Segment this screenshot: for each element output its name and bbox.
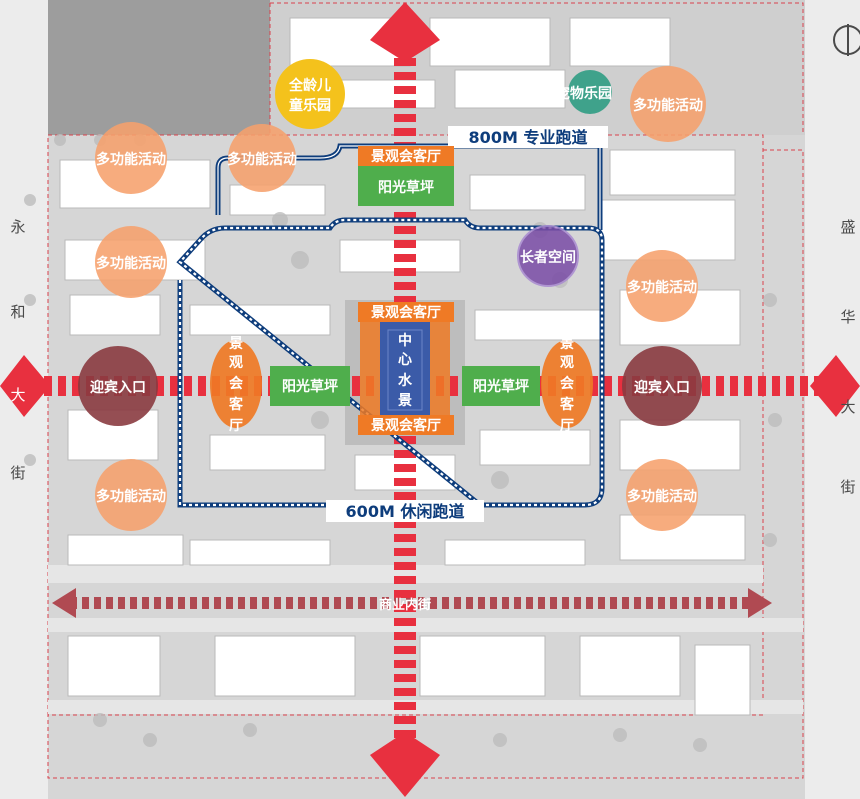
landscape-lounge-east-char-2: 观 bbox=[560, 355, 574, 371]
landscape-lounge-east-char-1: 景 bbox=[560, 336, 574, 352]
landscape-lounge-west-char-2: 观 bbox=[229, 355, 243, 371]
east-street-char-1: 盛 bbox=[840, 218, 855, 236]
central-water-char-2: 心 bbox=[398, 352, 412, 368]
east-street-char-3: 大 bbox=[840, 398, 855, 416]
multi-function-label-7: 多功能活动 bbox=[627, 488, 697, 505]
leisure-track-dots bbox=[178, 218, 604, 507]
elder-space-label: 长者空间 bbox=[520, 249, 576, 266]
welcome-entrance-east: 迎宾入口 bbox=[622, 346, 702, 426]
landscape-lounge-west: 景 观 会 客 厅 bbox=[210, 336, 262, 434]
multi-function-label-2: 多功能活动 bbox=[227, 151, 297, 168]
landscape-lounge-center-top-label: 景观会客厅 bbox=[371, 304, 441, 321]
landscape-lounge-north: 景观会客厅 bbox=[358, 146, 454, 166]
pro-track-label-bg bbox=[448, 126, 608, 148]
landscape-lounge-center-top: 景观会客厅 bbox=[358, 302, 454, 322]
pro-track-inner-line bbox=[217, 145, 601, 230]
welcome-entrance-east-label: 迎宾入口 bbox=[634, 379, 690, 396]
west-street-char-4: 街 bbox=[10, 464, 25, 482]
west-street-char-3: 大 bbox=[10, 386, 25, 404]
landscape-lounge-east-char-4: 客 bbox=[559, 396, 575, 413]
sunny-lawn-west-label: 阳光草坪 bbox=[282, 378, 338, 395]
landscape-lounge-north-label: 景观会客厅 bbox=[371, 148, 441, 165]
welcome-entrance-west-label: 迎宾入口 bbox=[90, 379, 146, 396]
multi-function-circle-4: 多功能活动 bbox=[95, 226, 167, 298]
sunny-lawn-east: 阳光草坪 bbox=[462, 366, 540, 406]
children-park: 全龄儿 童乐园 bbox=[275, 59, 345, 129]
landscape-lounge-west-char-4: 客 bbox=[228, 396, 244, 413]
landscape-lounge-center-bottom-label: 景观会客厅 bbox=[371, 417, 441, 434]
sunny-lawn-west: 阳光草坪 bbox=[270, 366, 350, 406]
landscape-lounge-west-char-5: 厅 bbox=[229, 418, 243, 434]
multi-function-circle-3: 多功能活动 bbox=[630, 66, 706, 142]
multi-function-circle-5: 多功能活动 bbox=[626, 250, 698, 322]
elder-space: 长者空间 bbox=[517, 225, 579, 287]
east-street-char-2: 华 bbox=[840, 308, 855, 326]
multi-function-label-4: 多功能活动 bbox=[96, 255, 166, 272]
multi-function-circle-7: 多功能活动 bbox=[626, 459, 698, 531]
children-park-label-2: 童乐园 bbox=[289, 97, 331, 114]
sunny-lawn-east-label: 阳光草坪 bbox=[473, 378, 529, 395]
landscape-lounge-east-char-3: 会 bbox=[560, 375, 575, 392]
central-water-feature bbox=[360, 320, 450, 418]
multi-function-circle-2: 多功能活动 bbox=[227, 124, 297, 192]
leisure-track-label: 600M 休闲跑道 bbox=[346, 502, 465, 521]
vacant-lot bbox=[48, 0, 270, 135]
west-street-char-1: 永 bbox=[10, 218, 25, 236]
landscape-lounge-east: 景 观 会 客 厅 bbox=[541, 336, 593, 434]
landscape-lounge-center-bottom: 景观会客厅 bbox=[358, 415, 454, 435]
landscape-lounge-west-char-3: 会 bbox=[229, 375, 244, 392]
landscape-lounge-west-char-1: 景 bbox=[229, 336, 243, 352]
pet-park-label: 宠物乐园 bbox=[556, 85, 612, 102]
central-water-char-3: 水 bbox=[398, 372, 413, 389]
multi-function-circle-1: 多功能活动 bbox=[95, 122, 167, 194]
landscape-lounge-east-char-5: 厅 bbox=[560, 418, 574, 434]
sunny-lawn-north-label: 阳光草坪 bbox=[378, 179, 434, 196]
pro-track-label: 800M 专业跑道 bbox=[469, 128, 588, 147]
commercial-street-axis bbox=[52, 588, 772, 618]
children-park-label-1: 全龄儿 bbox=[288, 77, 331, 94]
multi-function-circle-6: 多功能活动 bbox=[95, 459, 167, 531]
multi-function-label-5: 多功能活动 bbox=[627, 279, 697, 296]
east-street-char-4: 街 bbox=[840, 478, 855, 496]
multi-function-label-1: 多功能活动 bbox=[96, 151, 166, 168]
pet-park: 宠物乐园 bbox=[556, 70, 612, 114]
leisure-track-label-bg bbox=[326, 500, 484, 522]
multi-function-label-6: 多功能活动 bbox=[96, 488, 166, 505]
internal-roads bbox=[48, 565, 803, 714]
sunny-lawn-north: 阳光草坪 bbox=[358, 166, 454, 206]
central-water-char-1: 中 bbox=[398, 332, 412, 349]
north-arrow-icon bbox=[833, 24, 860, 56]
multi-function-label-3: 多功能活动 bbox=[633, 97, 703, 114]
welcome-entrance-west: 迎宾入口 bbox=[78, 346, 158, 426]
commercial-street-label: 商业内街 bbox=[379, 597, 431, 613]
west-street-char-2: 和 bbox=[10, 303, 25, 321]
central-water-char-4: 景 bbox=[398, 393, 412, 409]
